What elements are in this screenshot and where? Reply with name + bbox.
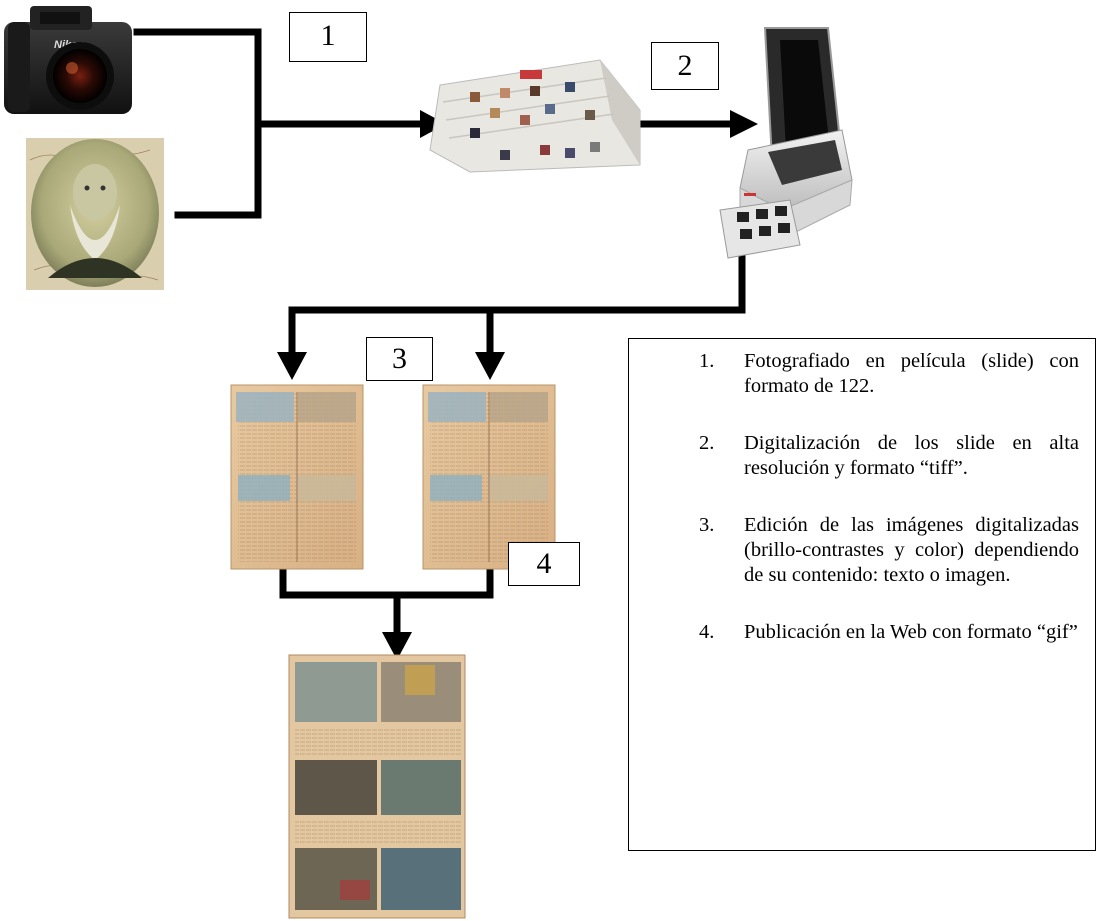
legend-list: 1. Fotografiado en película (slide) con …	[699, 349, 1079, 677]
legend-item: 4. Publicación en la Web con formato “gi…	[699, 620, 1079, 645]
arrow-to-tray	[420, 110, 446, 138]
arrow-to-page-a	[277, 352, 307, 380]
camera-icon: Nikon	[4, 6, 132, 114]
arrow-to-page-b	[475, 352, 505, 380]
legend-item-number: 2.	[699, 432, 715, 454]
legend-item-number: 1.	[699, 350, 715, 372]
legend-item: 3. Edición de las imágenes digitalizadas…	[699, 513, 1079, 588]
manuscript-page-a	[230, 384, 364, 570]
legend-box: 1. Fotografiado en película (slide) con …	[628, 338, 1096, 851]
legend-item-text: Digitalización de los slide en alta reso…	[744, 432, 1079, 479]
slide-tray	[429, 59, 641, 173]
film-scanner	[719, 27, 853, 259]
legend-item-number: 4.	[699, 621, 715, 643]
arrowheads	[277, 110, 758, 660]
step-1-label: 1	[289, 12, 367, 62]
legend-item-text: Fotografiado en película (slide) con for…	[744, 350, 1079, 397]
step-4-label: 4	[508, 542, 580, 586]
connector-lines	[133, 28, 746, 639]
legend-item: 1. Fotografiado en película (slide) con …	[699, 349, 1079, 399]
step-2-label: 2	[651, 42, 719, 90]
legend-item-text: Edición de las imágenes digitalizadas (b…	[744, 514, 1079, 586]
step-3-label: 3	[366, 337, 433, 381]
manuscript-page-b	[422, 384, 556, 570]
final-page	[288, 654, 466, 919]
portrait-photo	[26, 138, 164, 290]
legend-item-number: 3.	[699, 514, 715, 536]
legend-item: 2. Digitalización de los slide en alta r…	[699, 431, 1079, 481]
legend-item-text: Publicación en la Web con formato “gif”	[744, 621, 1078, 643]
arrow-to-final	[382, 632, 412, 660]
arrow-to-scanner	[730, 110, 758, 138]
